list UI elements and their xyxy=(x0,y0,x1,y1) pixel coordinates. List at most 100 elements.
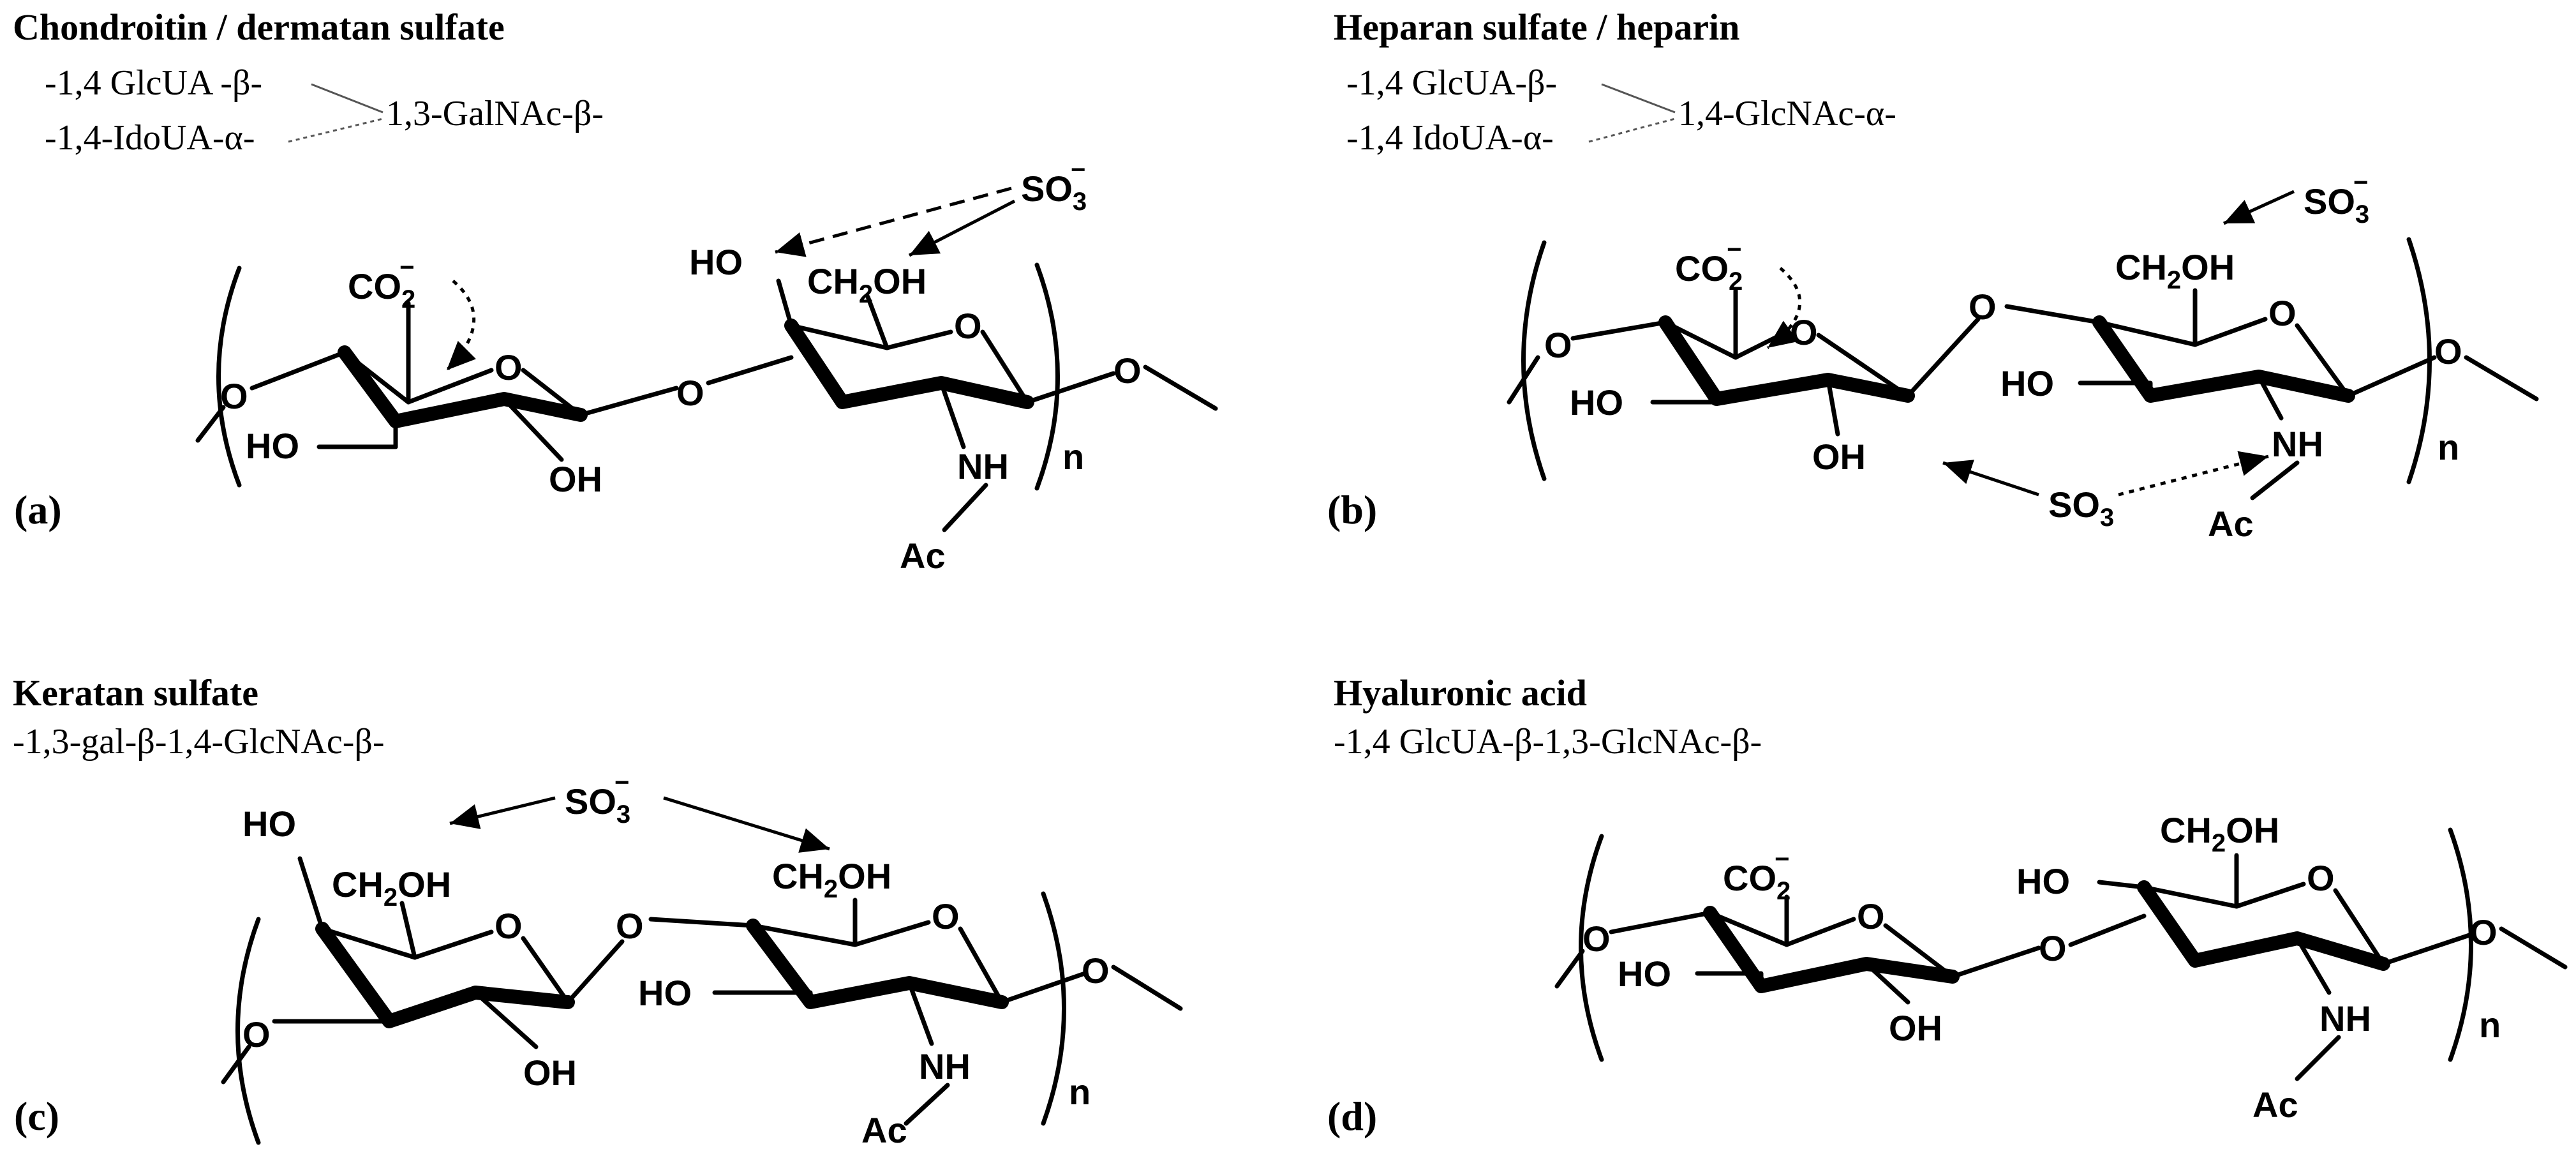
panel-b-ac: Ac xyxy=(2208,504,2254,544)
panel-b-nh-ac-bond xyxy=(2250,460,2300,500)
panel-a-oh-bottom: OH xyxy=(549,459,602,499)
panel-b-epimerization-arrow xyxy=(1766,267,1802,350)
panel-a-ring2-front-edge xyxy=(784,319,1034,409)
panel-d-carboxylate: CO2− xyxy=(1723,845,1791,905)
panel-a-epimerization-arrow xyxy=(445,280,476,372)
panel-c-c6-bond-1 xyxy=(399,901,417,960)
panel-c-sulfate-arrow-right xyxy=(663,796,830,853)
panel-b-o-left: O xyxy=(1544,325,1572,365)
panel-b-ring2-o: O xyxy=(2268,293,2297,333)
panel-d-glycosidic-bond-1 xyxy=(1950,945,2041,979)
panel-c-o-bridge: O xyxy=(616,906,644,946)
panel-d-label: (d) xyxy=(1327,1093,1377,1139)
panel-b-sulfate-arrow-oh xyxy=(1942,460,2039,497)
panel-b-o-bridge: O xyxy=(1969,287,1997,327)
panel-c-ring1-c4c5 xyxy=(320,926,417,960)
panel-d-o-left: O xyxy=(1582,919,1611,959)
panel-b-ring1-c5o xyxy=(1733,329,1789,360)
panel-d-c2-oh-bond xyxy=(1864,961,1910,1005)
panel-b-methyl-bond xyxy=(2464,355,2539,402)
panel-c-glycosidic-bond-1 xyxy=(565,939,625,1005)
panel-a-right-terminal-bond xyxy=(1025,371,1116,405)
panel-c: Keratan sulfate -1,3-gal-β-1,4-GlcNAc-β-… xyxy=(13,672,1183,1150)
panel-c-ring2-c5o xyxy=(852,920,931,947)
panel-b-o-c4-bond xyxy=(1570,320,1668,341)
panel-b-c3-ho-bond xyxy=(1650,396,1719,405)
panel-c-nh-ac-bond xyxy=(904,1083,950,1126)
panel-b-ring2-c5o xyxy=(2193,317,2268,347)
panel-d-right-paren xyxy=(2448,827,2473,1062)
panel-b-ho-mid: HO xyxy=(2000,363,2054,403)
panel-b: Heparan sulfate / heparin -1,4 GlcUA-β- … xyxy=(1327,6,2539,544)
panel-d-ring2-front-edge xyxy=(2137,880,2390,971)
panel-b-linkage-glcnac: 1,4-GlcNAc-α- xyxy=(1678,94,1896,133)
panel-b-ring2-oc1 xyxy=(2295,323,2351,398)
panel-a-glycosidic-bond-2 xyxy=(706,355,794,386)
panel-c-ring2-oc1 xyxy=(958,926,1004,1005)
panel-a-left-terminal-bond xyxy=(195,405,226,443)
panel-a-ring2-o: O xyxy=(954,306,982,346)
panel-a-ch2oh: CH2OH xyxy=(807,261,927,308)
panel-c-sulfate-arrow-left xyxy=(449,796,556,829)
panel-d-ho-top: HO xyxy=(2016,861,2070,901)
panel-d: Hyaluronic acid -1,4 GlcUA-β-1,3-GlcNAc-… xyxy=(1327,672,2568,1139)
panel-b-left-paren xyxy=(1521,240,1547,481)
panel-d-left-paren xyxy=(1579,834,1604,1062)
panel-a-sulfate-arrow-c4 xyxy=(775,186,1012,257)
panel-c-right-paren xyxy=(1041,891,1066,1126)
panel-a: Chondroitin / dermatan sulfate -1,4 GlcU… xyxy=(13,6,1218,576)
panel-a-ring2-oc1 xyxy=(980,329,1030,405)
panel-a-ring1-o: O xyxy=(495,347,523,387)
panel-d-ch2oh: CH2OH xyxy=(2160,810,2279,857)
panel-a-o-bridge: O xyxy=(676,373,704,413)
panel-a-linkage-line-dotted xyxy=(288,117,383,143)
panel-c-c3-ho-bond xyxy=(712,990,813,1005)
panel-c-ring1-o: O xyxy=(495,906,523,946)
panel-d-o-bridge: O xyxy=(2039,928,2067,968)
panel-a-carboxylate: CO2− xyxy=(348,253,415,313)
panel-b-left-terminal-bond xyxy=(1507,355,1540,405)
panel-d-left-terminal-bond xyxy=(1554,949,1585,989)
panel-a-title: Chondroitin / dermatan sulfate xyxy=(13,6,505,48)
panel-d-ring2-oc1 xyxy=(2333,888,2386,966)
panel-c-nh: NH xyxy=(919,1046,971,1086)
panel-b-sulfate-bottom: SO3 xyxy=(2048,484,2114,532)
panel-c-c2-nh-bond xyxy=(907,980,934,1046)
panel-c-left-paren xyxy=(235,917,261,1145)
panel-a-ho-top: HO xyxy=(689,242,743,282)
panel-c-methyl-bond xyxy=(1111,965,1183,1011)
panel-b-ch2oh: CH2OH xyxy=(2115,247,2235,294)
panel-a-o-right: O xyxy=(1113,350,1142,391)
panel-c-ring2-front-edge xyxy=(746,919,1009,1009)
panel-b-c2-oh-bond xyxy=(1826,377,1840,437)
panel-d-ring1-o: O xyxy=(1857,896,1885,936)
panel-a-left-paren xyxy=(216,266,242,488)
panel-a-c2-oh-bond xyxy=(502,396,564,462)
panel-a-ac: Ac xyxy=(900,536,946,576)
panel-c-ch2oh-2: CH2OH xyxy=(772,856,891,903)
panel-d-repeat-n: n xyxy=(2479,1005,2501,1045)
panel-d-methyl-bond xyxy=(2499,926,2568,970)
panel-b-nh: NH xyxy=(2272,424,2323,464)
panel-b-repeat-n: n xyxy=(2438,427,2459,467)
panel-b-ring1-front-edge xyxy=(1658,315,1915,406)
panel-c-c4-ho-bond xyxy=(297,856,325,931)
panel-a-linkage-galnac: 1,3-GalNAc-β- xyxy=(386,94,604,133)
panel-a-right-paren xyxy=(1034,262,1060,491)
panel-b-sulfate-arrow-nh xyxy=(2118,451,2269,497)
panel-d-c3-ho-bond xyxy=(1695,971,1764,989)
panel-a-ring2-c5o xyxy=(884,329,953,350)
panel-a-methyl-bond xyxy=(1143,364,1218,411)
panel-c-o-left: O xyxy=(242,1014,271,1055)
panel-c-ring1-oc1 xyxy=(521,936,570,1005)
panel-c-ring1-c5o xyxy=(412,929,494,960)
panel-d-ring1-c4c5 xyxy=(1708,910,1789,947)
panel-d-o-c4-bond xyxy=(1609,910,1713,935)
panel-c-ring1-front-edge xyxy=(315,922,575,1028)
panel-a-linkage-line-solid xyxy=(311,83,383,114)
panel-c-label: (c) xyxy=(14,1093,59,1139)
panel-c-linkage: -1,3-gal-β-1,4-GlcNAc-β- xyxy=(13,722,385,762)
panel-d-ring2-o: O xyxy=(2307,858,2335,898)
panel-a-linkage-glcua: -1,4 GlcUA -β- xyxy=(45,63,262,103)
panel-b-ring2-c4c5 xyxy=(2097,320,2198,347)
